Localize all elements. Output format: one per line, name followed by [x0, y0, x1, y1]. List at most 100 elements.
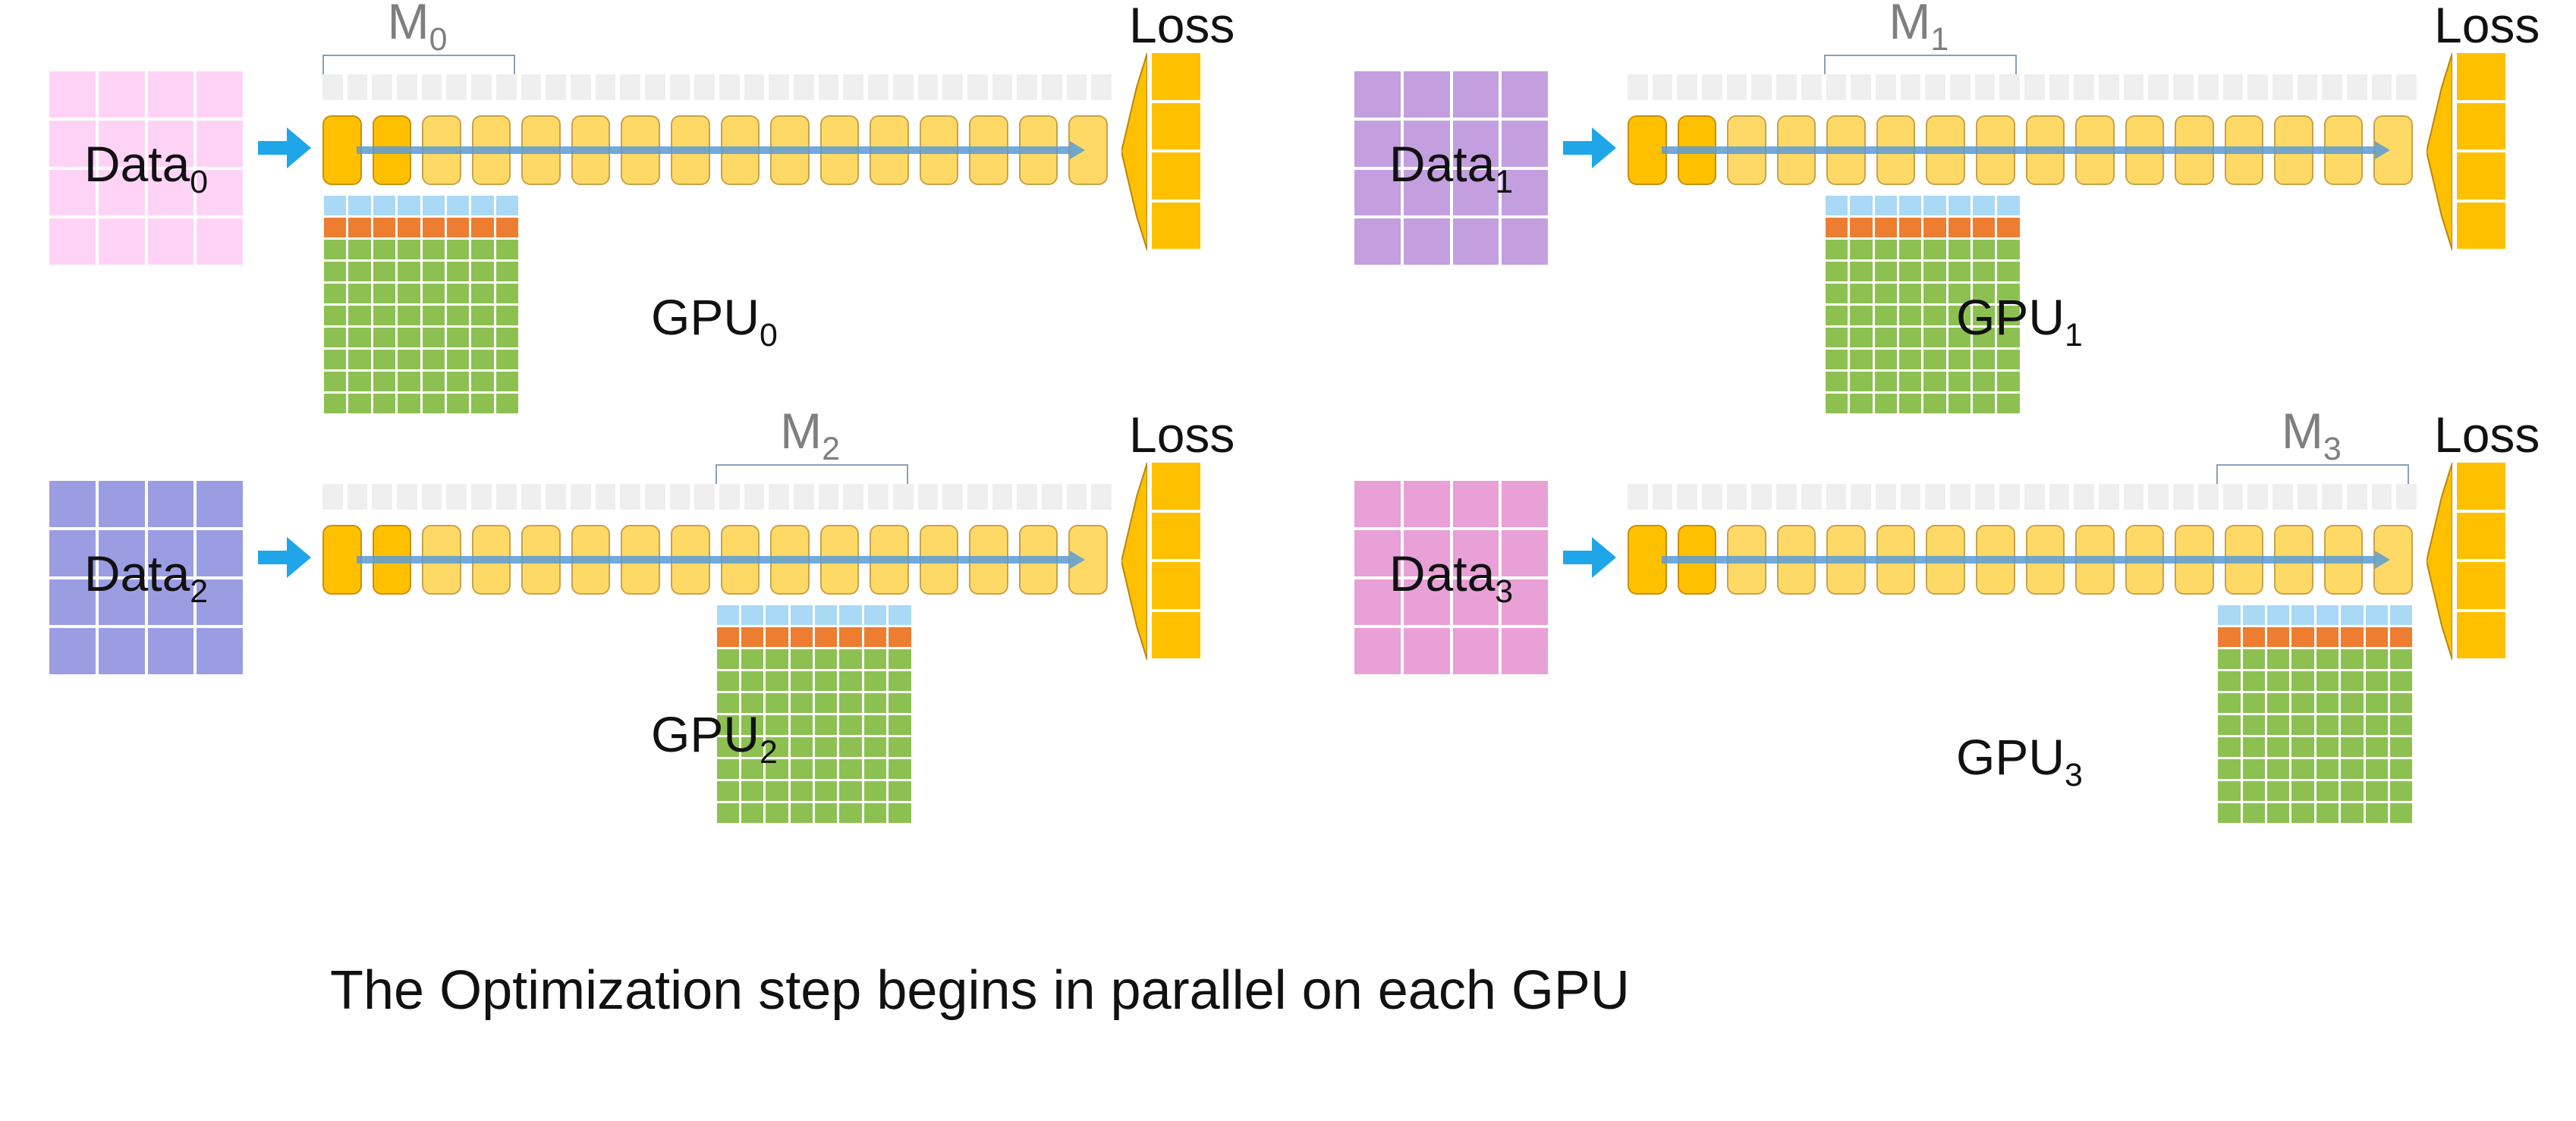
optimizer-state-cell — [863, 781, 887, 801]
parameter-slot — [2148, 74, 2169, 100]
loss-cell — [1152, 562, 1200, 609]
parameter-slot — [546, 484, 566, 510]
parameter-slot — [1949, 484, 1971, 510]
optimizer-state-cell — [348, 284, 371, 303]
parameter-slot — [1091, 74, 1112, 100]
optimizer-state-cell — [373, 240, 396, 259]
optimizer-state-cell — [1948, 240, 1971, 259]
parameter-slot — [992, 484, 1013, 510]
optimizer-state-cell — [471, 262, 494, 281]
parameter-slot — [1652, 484, 1673, 510]
optimizer-state-cell — [1874, 328, 1897, 347]
optimizer-state-cell — [1973, 394, 1996, 413]
loss-cell — [2457, 463, 2505, 510]
parameter-slot — [917, 74, 939, 100]
optimizer-state-cell — [324, 372, 347, 391]
parameter-slot — [421, 74, 442, 100]
gradient-accent-cell — [422, 218, 445, 237]
optimizer-state-cell — [348, 262, 371, 281]
data-cell — [1403, 529, 1450, 576]
gradient-accent-cell — [889, 627, 911, 647]
optimizer-state-cell — [1948, 394, 1971, 413]
data-cell — [197, 218, 243, 265]
parameter-slot — [818, 74, 839, 100]
optimizer-state-cell — [1850, 372, 1873, 391]
parameter-slot — [942, 484, 963, 510]
optimizer-state-cell — [790, 649, 813, 669]
parameter-slot — [992, 74, 1013, 100]
optimizer-state-cell — [1825, 240, 1848, 259]
parameter-slot — [917, 484, 939, 510]
gradient-cell — [1874, 196, 1897, 215]
parameter-slot — [347, 74, 368, 100]
parameter-slot — [1017, 484, 1037, 510]
optimizer-state-cell — [2341, 803, 2364, 823]
data-cell — [147, 579, 194, 626]
optimizer-state-cell — [716, 715, 739, 735]
data-shard-label-subscript: 0 — [190, 164, 209, 200]
loss-label: Loss — [1129, 0, 1235, 53]
optimizer-state-cell — [348, 372, 371, 391]
parameter-slot — [1776, 74, 1797, 100]
data-cell — [1403, 120, 1450, 167]
parameter-slot — [2272, 484, 2293, 510]
gradient-cell — [766, 605, 788, 625]
parameter-slot — [868, 484, 889, 510]
data-cell — [1403, 71, 1450, 118]
parameter-slot — [570, 484, 591, 510]
optimizer-state-cell — [495, 394, 518, 413]
optimizer-state-cell — [1825, 306, 1848, 325]
data-shard-label-subscript: 2 — [190, 573, 209, 610]
loss-block — [2457, 463, 2505, 658]
parameter-slot — [1801, 74, 1822, 100]
data-shard-label-text: Data — [83, 136, 190, 192]
parameter-slot — [2024, 484, 2045, 510]
optimizer-state-cell — [2316, 737, 2339, 757]
optimizer-memory-block — [2218, 605, 2413, 823]
parameter-slot — [322, 484, 343, 510]
optimizer-state-cell — [2291, 693, 2314, 713]
optimizer-state-cell — [1923, 240, 1946, 259]
forward-flow-arrow-icon — [357, 141, 1085, 159]
parameter-slot — [1851, 484, 1871, 510]
model-shard-label: M1 — [1824, 0, 2014, 58]
optimizer-state-cell — [2218, 693, 2241, 713]
loss-block — [1152, 53, 1200, 249]
optimizer-state-cell — [398, 306, 420, 325]
gradient-accent-cell — [839, 627, 862, 647]
optimizer-state-cell — [373, 284, 396, 303]
optimizer-state-cell — [1850, 284, 1873, 303]
data-cell — [197, 120, 243, 167]
optimizer-state-cell — [790, 737, 813, 757]
optimizer-state-cell — [1825, 262, 1848, 281]
input-arrow-icon — [258, 537, 311, 578]
optimizer-state-cell — [716, 781, 739, 801]
optimizer-state-cell — [1973, 328, 1996, 347]
optimizer-state-cell — [348, 328, 371, 347]
optimizer-state-cell — [373, 262, 396, 281]
data-shard-label: Data1 — [1354, 135, 1548, 201]
optimizer-state-cell — [2267, 671, 2290, 691]
parameter-slot — [620, 74, 640, 100]
data-cell — [98, 169, 145, 216]
optimizer-state-cell — [1923, 262, 1946, 281]
optimizer-state-cell — [2267, 759, 2290, 779]
parameter-slot — [2074, 484, 2095, 510]
optimizer-state-cell — [1898, 394, 1922, 413]
optimizer-state-cell — [1997, 262, 2020, 281]
optimizer-state-cell — [889, 715, 911, 735]
optimizer-state-cell — [1948, 284, 1971, 303]
gradient-cell — [2341, 605, 2364, 625]
optimizer-state-cell — [741, 671, 764, 691]
optimizer-state-cell — [815, 803, 838, 823]
optimizer-state-cell — [2291, 671, 2314, 691]
optimizer-state-cell — [2291, 781, 2314, 801]
data-cell — [1452, 529, 1499, 576]
gpu-label-text: GPU — [1956, 289, 2065, 345]
optimizer-state-cell — [1898, 372, 1922, 391]
parameter-slot — [2247, 74, 2268, 100]
parameter-slot — [2173, 74, 2194, 100]
data-cell — [1354, 169, 1401, 216]
data-cell — [1452, 71, 1499, 118]
optimizer-state-cell — [1997, 372, 2020, 391]
